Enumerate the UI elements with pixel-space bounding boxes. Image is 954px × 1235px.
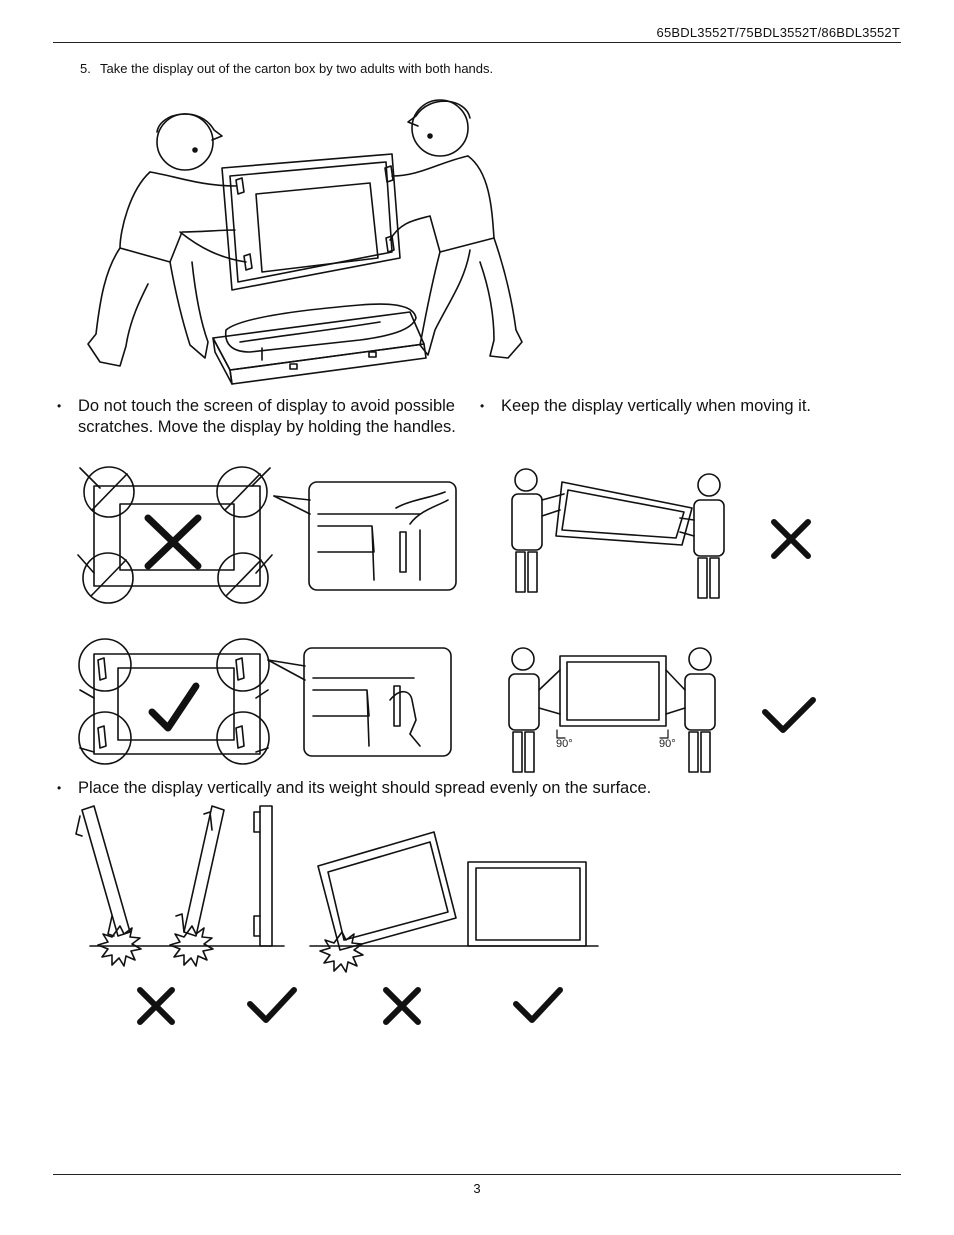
bullet-handles-text: Do not touch the screen of display to av…	[78, 397, 456, 436]
step-5: 5. Take the display out of the carton box…	[80, 61, 493, 76]
bullet-placement: • Place the display vertically and its w…	[57, 778, 898, 799]
angle-label-left: 90°	[556, 738, 573, 750]
bullet-vertical-moving: • Keep the display vertically when movin…	[480, 396, 901, 417]
bullet-dot: •	[57, 781, 62, 795]
header-rule	[53, 42, 901, 43]
step-number: 5.	[80, 61, 91, 76]
page-number: 3	[473, 1181, 481, 1196]
bullet-dot: •	[57, 399, 62, 413]
footer-rule	[53, 1174, 901, 1175]
bullet-handles: • Do not touch the screen of display to …	[57, 396, 470, 438]
bullet-placement-text: Place the display vertically and its wei…	[78, 779, 652, 797]
angle-label-right: 90°	[659, 738, 676, 750]
bullet-dot: •	[480, 399, 485, 413]
step-text: Take the display out of the carton box b…	[100, 61, 494, 76]
document-model-header: 65BDL3552T/75BDL3552T/86BDL3552T	[656, 25, 900, 40]
bullet-vertical-moving-text: Keep the display vertically when moving …	[501, 397, 811, 415]
